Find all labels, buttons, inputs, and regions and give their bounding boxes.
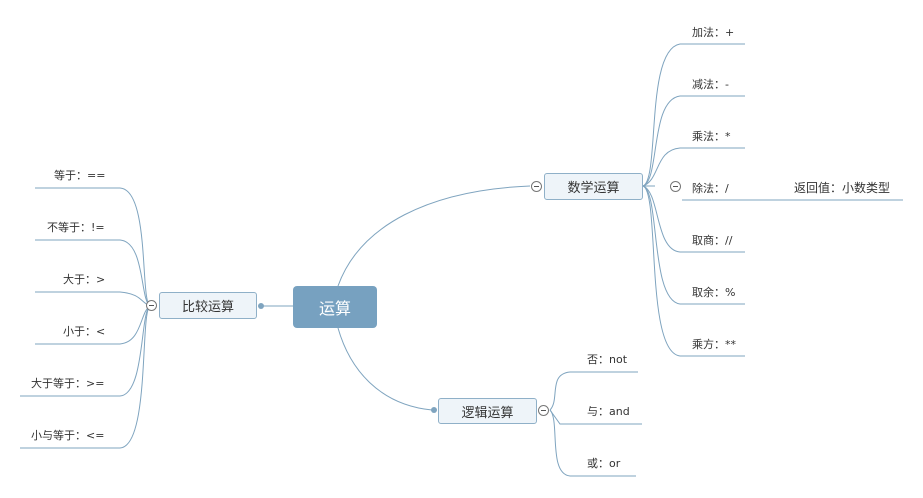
connector-dot-logic <box>431 407 437 413</box>
logic-item-not[interactable]: 否：not <box>587 353 628 366</box>
compare-item-not-equal[interactable]: 不等于：!= <box>47 221 105 234</box>
compare-item-equal[interactable]: 等于：== <box>54 169 106 182</box>
logic-item-and[interactable]: 与：and <box>587 405 630 418</box>
connector-dot-compare <box>258 303 264 309</box>
logic-item-or[interactable]: 或：or <box>587 457 621 470</box>
logic-collapse-icon[interactable] <box>538 405 549 416</box>
math-item-divide[interactable]: 除法：/ <box>692 182 729 195</box>
logic-node[interactable]: 逻辑运算 <box>438 398 537 424</box>
division-collapse-icon[interactable] <box>670 181 681 192</box>
connector-root-math <box>337 185 531 287</box>
math-node[interactable]: 数学运算 <box>544 173 643 200</box>
math-item-add[interactable]: 加法：+ <box>692 26 735 39</box>
math-item-power[interactable]: 乘方：** <box>692 338 736 351</box>
math-collapse-icon[interactable] <box>531 181 542 192</box>
division-return-note[interactable]: 返回值：小数类型 <box>794 181 891 195</box>
math-item-subtract[interactable]: 减法：- <box>692 78 729 91</box>
root-node[interactable]: 运算 <box>293 286 377 328</box>
compare-node[interactable]: 比较运算 <box>159 292 257 319</box>
compare-item-greater-equal[interactable]: 大于等于：>= <box>31 377 105 390</box>
connector-root-logic <box>337 327 433 411</box>
math-item-floordiv[interactable]: 取商：// <box>692 234 733 247</box>
compare-collapse-icon[interactable] <box>146 300 157 311</box>
compare-item-less[interactable]: 小于：< <box>63 325 106 338</box>
math-item-modulo[interactable]: 取余：% <box>692 286 736 299</box>
compare-item-less-equal[interactable]: 小与等于：<= <box>31 429 105 442</box>
compare-item-greater[interactable]: 大于：> <box>63 273 106 286</box>
math-item-multiply[interactable]: 乘法：* <box>692 130 731 143</box>
